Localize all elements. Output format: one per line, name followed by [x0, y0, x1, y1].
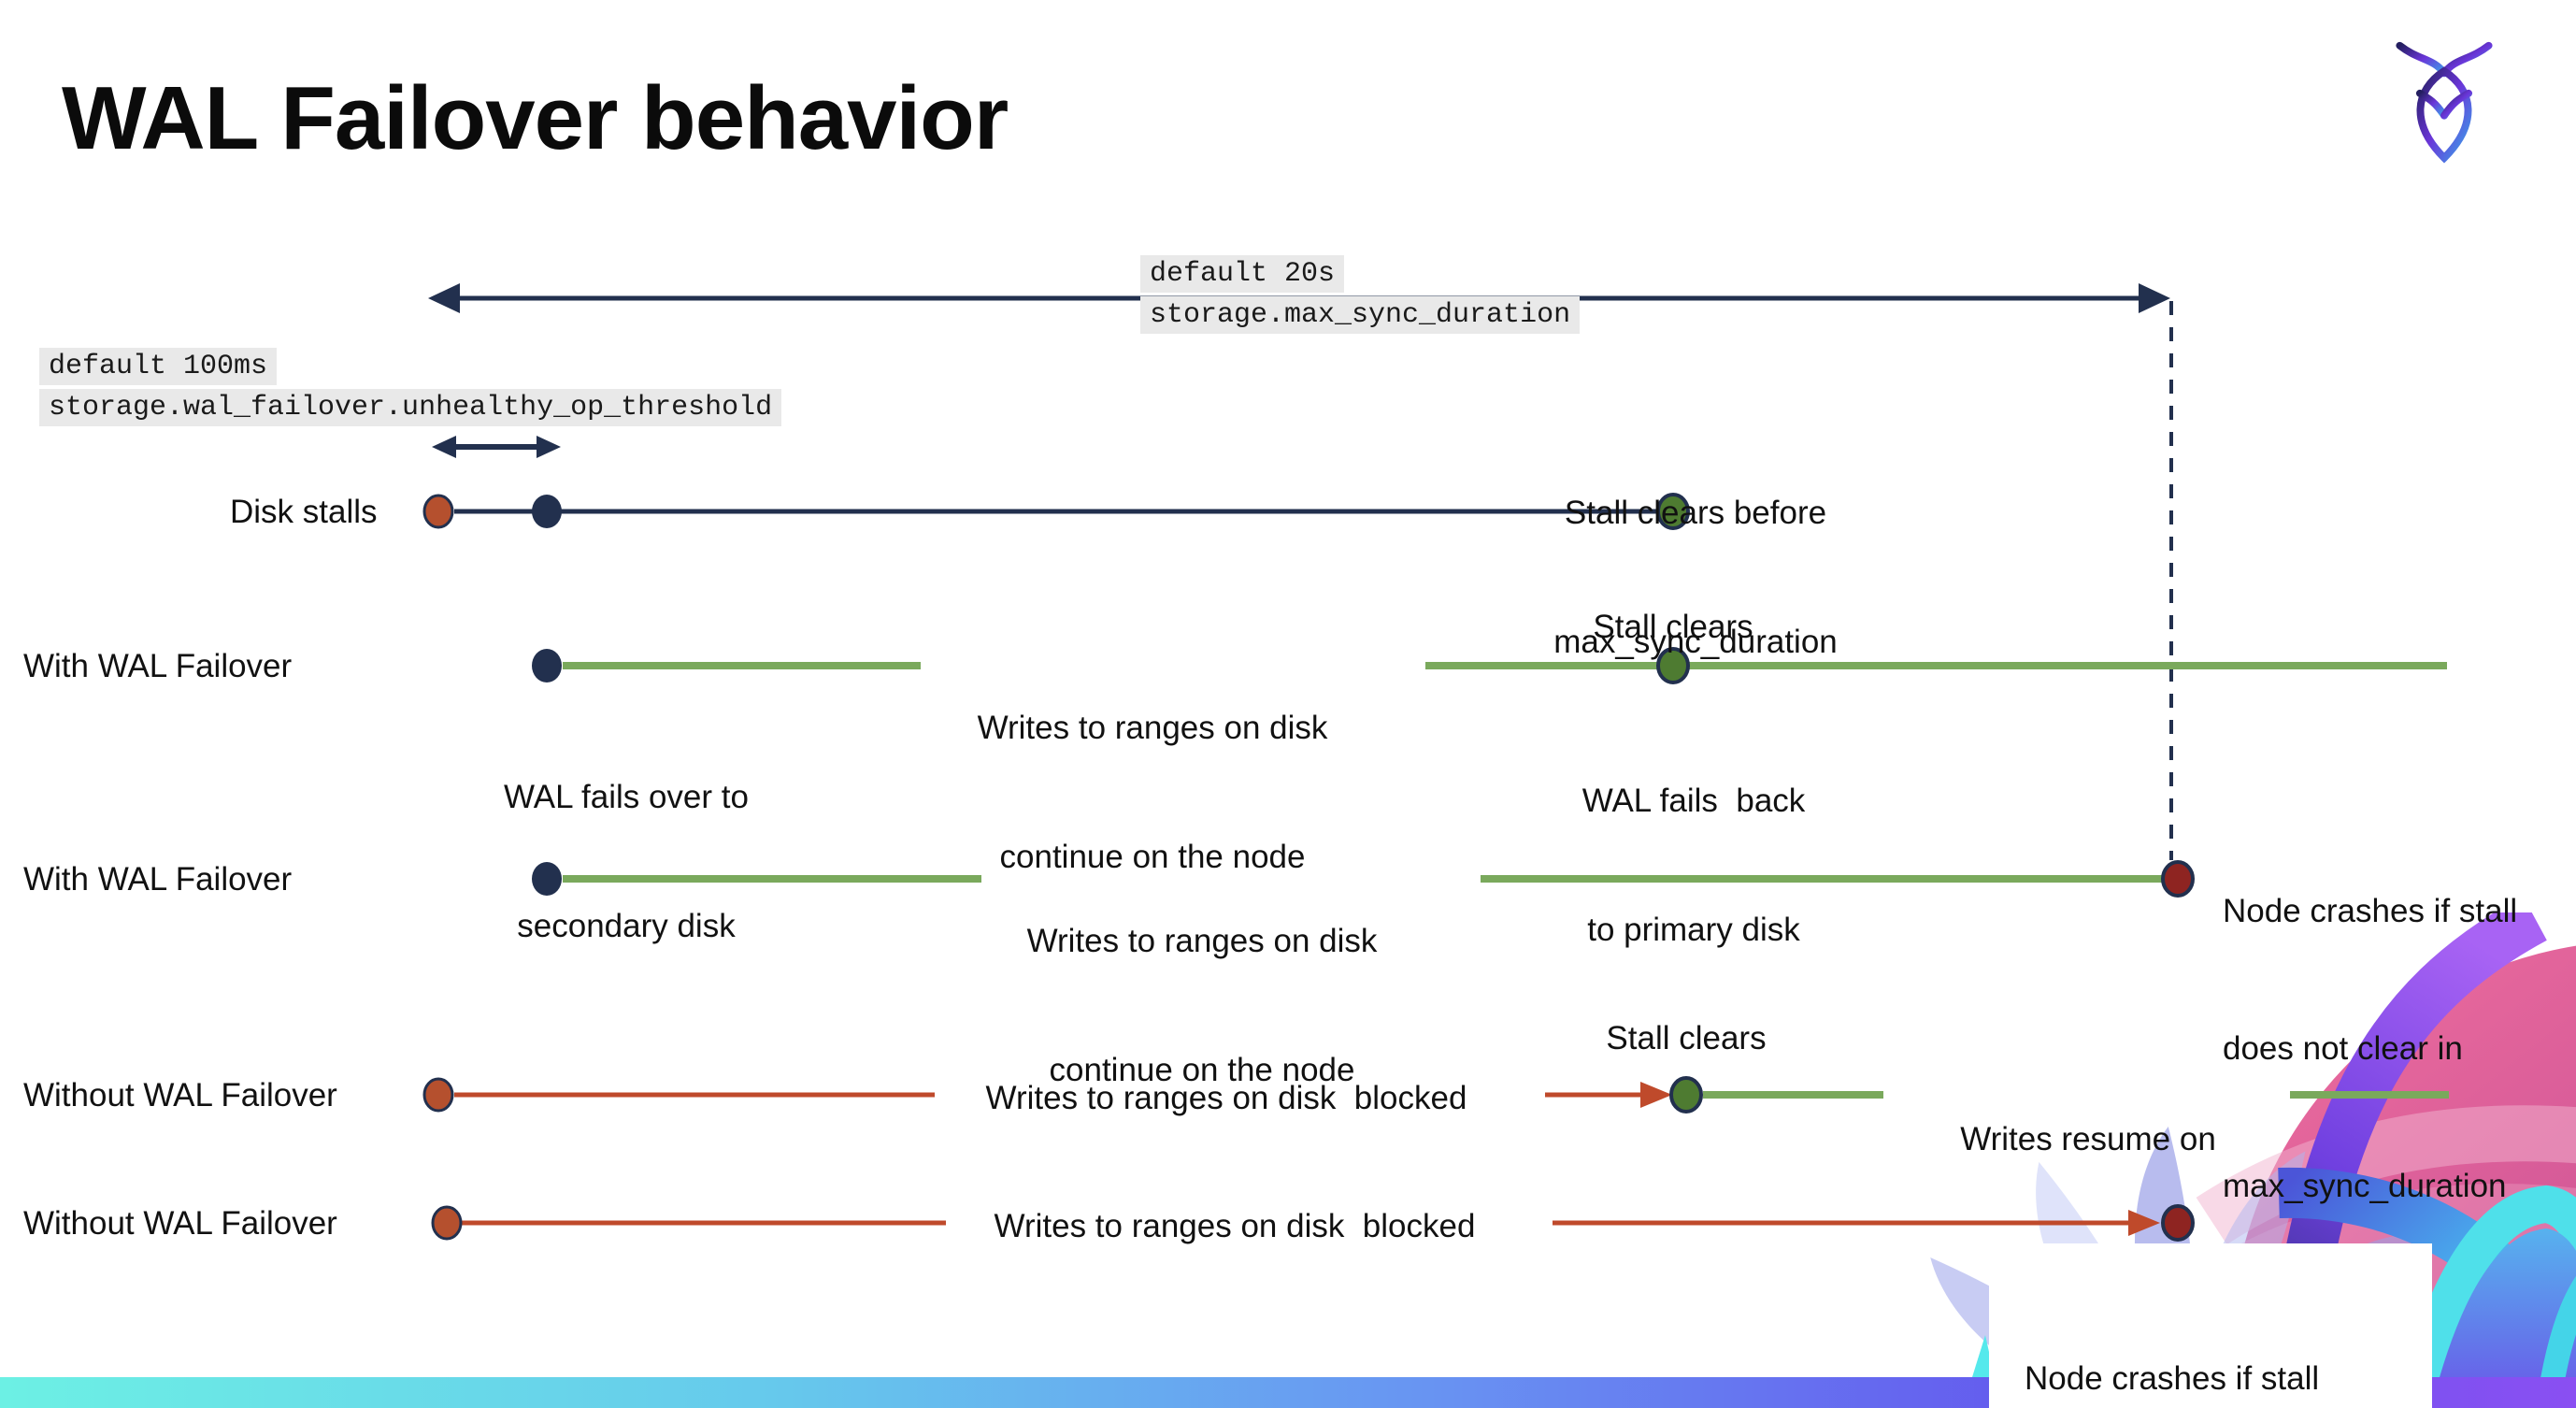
row1-stall-clears-dot	[1656, 493, 1690, 530]
arrowhead-right-icon	[2139, 283, 2170, 313]
row4-stall-clears-dot	[1669, 1076, 1703, 1113]
row3-failover-dot	[532, 862, 562, 896]
max-sync-setting-name: storage.max_sync_duration	[1140, 296, 1581, 334]
row3-crash-dot	[2161, 860, 2195, 898]
row5-crash-note: Node crashes if stall does not clear in …	[2025, 1360, 2320, 1397]
row5-stall-start-dot	[431, 1205, 463, 1241]
row4-red-arrowhead-icon	[1640, 1082, 1672, 1108]
op-threshold-setting-name: storage.wal_failover.unhealthy_op_thresh…	[39, 389, 782, 426]
row5-writes-note: Writes to ranges on disk blocked	[994, 1208, 1476, 1244]
row4-stall-start-dot	[422, 1077, 454, 1113]
small-arrowhead-left-icon	[432, 436, 456, 458]
max-sync-callout: default 20s storage.max_sync_duration	[1140, 255, 1581, 338]
row1-stall-clears-note: Stall clears before max_sync_duration	[1553, 495, 1838, 660]
row2-writes-note: Writes to ranges on disk continue on the…	[977, 710, 1328, 875]
row2-failover-note: WAL fails over to secondary disk	[504, 779, 749, 944]
page-title: WAL Failover behavior	[62, 68, 1009, 168]
row1-label: Disk stalls	[230, 494, 378, 530]
op-threshold-callout: default 100ms storage.wal_failover.unhea…	[39, 348, 782, 430]
row5-crash-dot	[2161, 1204, 2195, 1242]
cyan-arch-shape	[2394, 1185, 2576, 1408]
row4-stall-clears-note: Stall clears	[1606, 1020, 1767, 1056]
row2-stall-clears-dot	[1656, 647, 1690, 684]
row4-label: Without WAL Failover	[23, 1077, 337, 1113]
row3-crash-note: Node crashes if stall does not clear in …	[2223, 893, 2518, 1204]
max-sync-default-value: default 20s	[1140, 255, 1345, 293]
row1-threshold-dot	[532, 495, 562, 528]
row2-label: With WAL Failover	[23, 648, 293, 684]
cockroachdb-logo-icon	[2396, 41, 2493, 164]
row2-failover-dot	[532, 649, 562, 682]
row5-label: Without WAL Failover	[23, 1205, 337, 1242]
row4-writes-note: Writes to ranges on disk blocked	[985, 1080, 1467, 1116]
row3-label: With WAL Failover	[23, 861, 293, 898]
arch-fill-shape	[2431, 1228, 2576, 1408]
row5-crash-box: Node crashes if stall does not clear in …	[1989, 1243, 2432, 1408]
row3-writes-note: Writes to ranges on disk continue on the…	[1026, 923, 1378, 1088]
op-threshold-default-value: default 100ms	[39, 348, 278, 385]
small-arrowhead-right-icon	[537, 436, 561, 458]
arrowhead-left-icon	[428, 283, 460, 313]
row2-failback-note: WAL fails back to primary disk	[1581, 783, 1806, 948]
row5-red-arrowhead-icon	[2128, 1210, 2160, 1236]
row2-stall-clears-note: Stall clears	[1593, 609, 1753, 645]
row1-stall-start-dot	[422, 494, 454, 529]
